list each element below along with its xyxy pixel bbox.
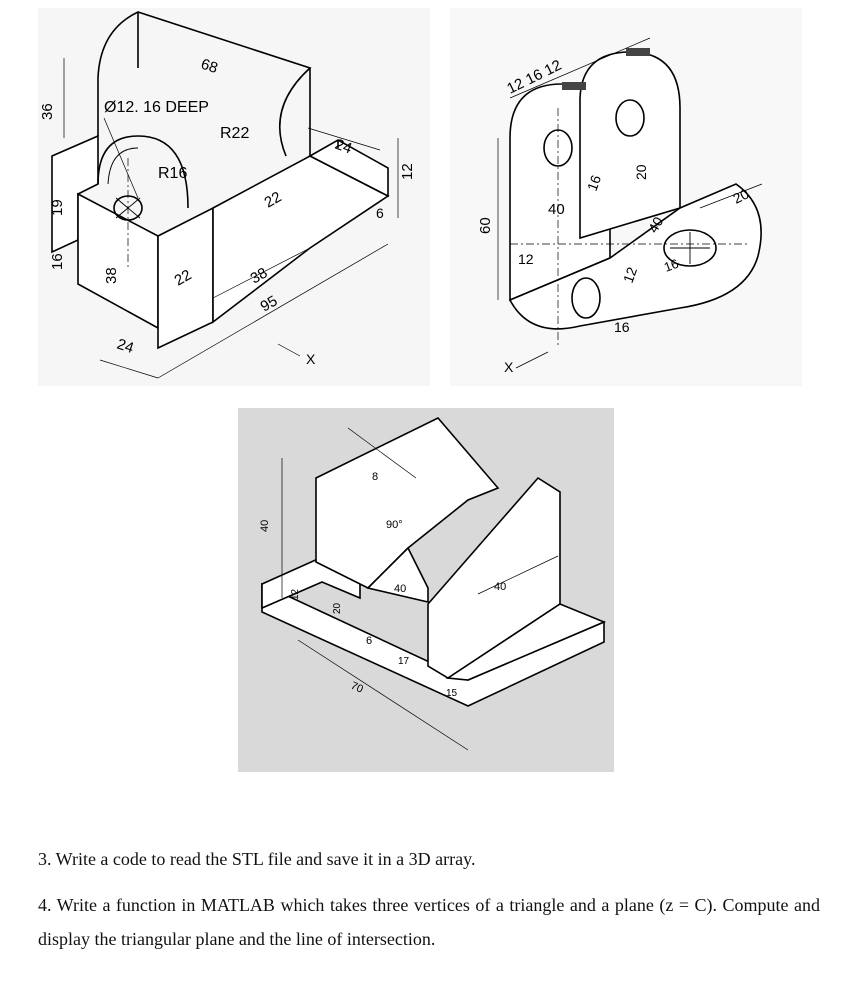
label-40-wall: 40 — [494, 581, 506, 593]
label-12-right: 12 — [620, 265, 640, 285]
label-16-bottom: 16 — [614, 319, 630, 335]
label-38: 38 — [103, 267, 120, 284]
label-19: 19 — [49, 199, 66, 216]
label-16-hole: 16 — [662, 256, 681, 275]
drawing-figure-b: 12 16 12 60 40 16 20 40 20 16 12 12 16 X — [450, 8, 802, 386]
label-20-end: 20 — [730, 185, 751, 206]
label-40-left: 40 — [548, 201, 565, 218]
label-12: 12 — [399, 163, 416, 180]
question-3: 3. Write a code to read the STL file and… — [38, 849, 476, 869]
label-22-lower: 22 — [172, 266, 195, 289]
label-view-x: X — [504, 359, 514, 375]
label-12-left: 12 — [518, 251, 534, 267]
label-70: 70 — [349, 680, 365, 696]
label-60: 60 — [477, 217, 494, 234]
label-24: 24 — [115, 336, 136, 357]
drawing-figure-c: 40 8 90° 40 40 12 20 6 17 70 15 — [238, 408, 614, 772]
label-r16: R16 — [158, 165, 187, 182]
label-view-x: X — [306, 351, 316, 367]
label-12: 12 — [290, 588, 301, 600]
label-r22: R22 — [220, 125, 249, 142]
label-22-upper: 22 — [262, 188, 285, 211]
label-20-upper: 20 — [633, 164, 649, 180]
label-90-deg: 90° — [386, 519, 403, 531]
label-40-groove: 40 — [394, 583, 406, 595]
label-24-right: 24 — [333, 136, 354, 158]
label-40-right: 40 — [645, 214, 667, 236]
label-95: 95 — [258, 292, 281, 315]
label-38-lower: 38 — [248, 264, 271, 287]
question-4: 4. Write a function in MATLAB which take… — [38, 895, 820, 949]
label-16-mid: 16 — [584, 173, 604, 193]
label-40-height: 40 — [259, 520, 271, 532]
label-16: 16 — [49, 253, 66, 270]
label-36: 36 — [39, 103, 56, 120]
drawing-figure-a: Ø12. 16 DEEP R22 R16 68 36 19 16 38 24 2… — [38, 8, 430, 386]
label-8: 8 — [372, 471, 378, 483]
label-17: 17 — [398, 656, 410, 667]
label-hole: Ø12. 16 DEEP — [104, 99, 209, 116]
label-6: 6 — [366, 635, 372, 647]
label-15: 15 — [446, 688, 458, 699]
label-68: 68 — [199, 56, 220, 77]
label-20: 20 — [332, 602, 343, 614]
label-6: 6 — [376, 205, 384, 221]
